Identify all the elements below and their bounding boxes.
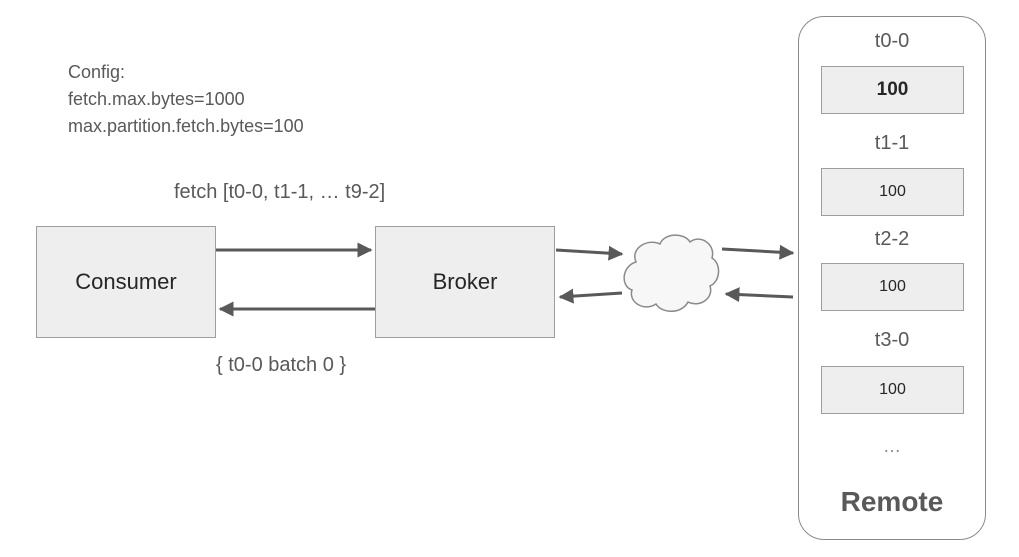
broker-to-network-arrow: [555, 245, 624, 261]
partition-value: 100: [879, 183, 906, 200]
config-fetch-max-bytes: fetch.max.bytes=1000: [68, 89, 245, 109]
partition-label-t0-0: t0-0: [874, 30, 910, 52]
network-to-broker-arrow: [558, 288, 623, 304]
partition-cell-t1-1: 100: [821, 168, 964, 216]
partition-value: 100: [879, 278, 906, 295]
remote-title: Remote: [840, 486, 944, 517]
broker-box: Broker: [375, 226, 555, 338]
more-partitions-ellipsis: …: [883, 436, 901, 456]
partition-cell-t2-2: 100: [821, 263, 964, 311]
consumer-box: Consumer: [36, 226, 216, 338]
broker-label: Broker: [432, 269, 498, 294]
config-heading: Config:: [68, 62, 126, 82]
remote-to-network-arrow: [724, 287, 794, 303]
fetch-response-label: { t0-0 batch 0 }: [216, 354, 347, 376]
partition-label-t2-2: t2-2: [874, 228, 910, 250]
partition-label-t1-1: t1-1: [874, 132, 910, 154]
network-cloud-icon: [623, 234, 720, 312]
fetch-request-label: fetch [t0-0, t1-1, … t9-2]: [174, 181, 386, 203]
network-to-remote-arrow: [721, 244, 795, 260]
partition-value: 100: [876, 79, 909, 100]
consumer-label: Consumer: [75, 269, 177, 294]
partition-cell-t3-0: 100: [821, 366, 964, 414]
partition-value: 100: [879, 381, 906, 398]
config-max-partition-fetch-bytes: max.partition.fetch.bytes=100: [68, 116, 304, 136]
partition-cell-t0-0: 100: [821, 66, 964, 114]
partition-label-t3-0: t3-0: [874, 329, 910, 351]
